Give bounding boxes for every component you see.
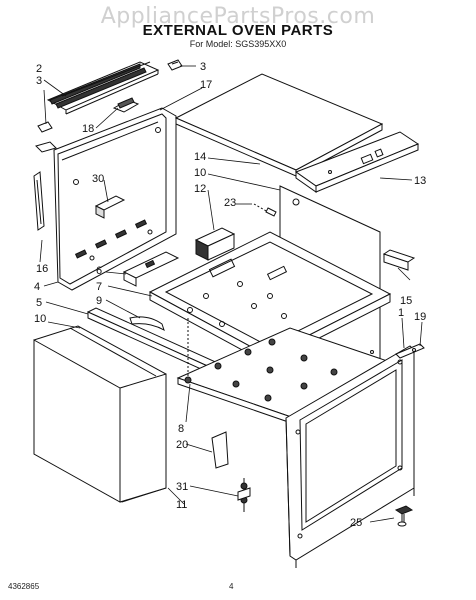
part-door-frame [285, 345, 415, 568]
part-bracket-18 [112, 97, 140, 113]
part-vent-grille [46, 61, 160, 115]
label-part-25: 25 [350, 517, 363, 529]
part-left-side-panel [33, 325, 167, 503]
label-part-13: 13 [414, 175, 427, 187]
watermark: AppliancePartsPros.com [100, 4, 376, 29]
part-door-top-rail [395, 343, 425, 359]
document-code: 4362865 [8, 582, 40, 591]
part-screw-23 [253, 203, 277, 217]
page-number: 4 [229, 582, 234, 591]
label-part-7: 7 [96, 281, 103, 293]
label-part-20: 20 [176, 439, 189, 451]
label-part-6: 6 [96, 265, 103, 277]
label-part-3-left: 3 [36, 75, 43, 87]
label-part-9: 9 [96, 295, 103, 307]
label-part-11: 11 [176, 499, 188, 511]
model-subtitle: For Model: SGS395XX0 [189, 39, 287, 49]
label-part-10-bottom: 10 [34, 313, 47, 325]
label-part-4: 4 [34, 281, 41, 293]
label-part-16: 16 [36, 263, 49, 275]
part-back-panel [53, 107, 177, 291]
label-part-5: 5 [36, 297, 43, 309]
part-side-strip [33, 171, 45, 231]
label-part-23: 23 [224, 197, 237, 209]
part-front-rail [294, 131, 420, 193]
part-clip-top-right [167, 59, 183, 71]
label-part-31: 31 [176, 481, 189, 493]
label-part-30: 30 [92, 173, 105, 185]
label-part-19: 19 [414, 311, 427, 323]
label-part-3-right: 3 [200, 61, 207, 73]
label-part-12: 12 [194, 183, 207, 195]
label-part-14: 14 [194, 151, 207, 163]
part-bracket-15 [382, 249, 416, 271]
part-bracket-6 [122, 251, 180, 287]
part-clip-left [37, 121, 53, 133]
label-part-10-top: 10 [194, 167, 207, 179]
label-part-8: 8 [178, 423, 185, 435]
part-igniter [237, 478, 251, 512]
label-part-2: 2 [36, 63, 43, 75]
label-part-18: 18 [82, 123, 95, 135]
label-part-1: 1 [398, 307, 405, 319]
part-leveling-leg [394, 505, 414, 527]
label-part-17: 17 [200, 79, 213, 91]
label-part-15: 15 [400, 295, 413, 307]
part-bracket-20 [211, 431, 229, 469]
page-title: EXTERNAL OVEN PARTS [142, 22, 334, 39]
part-small-bracket [35, 141, 57, 153]
leader-lines [39, 65, 423, 523]
